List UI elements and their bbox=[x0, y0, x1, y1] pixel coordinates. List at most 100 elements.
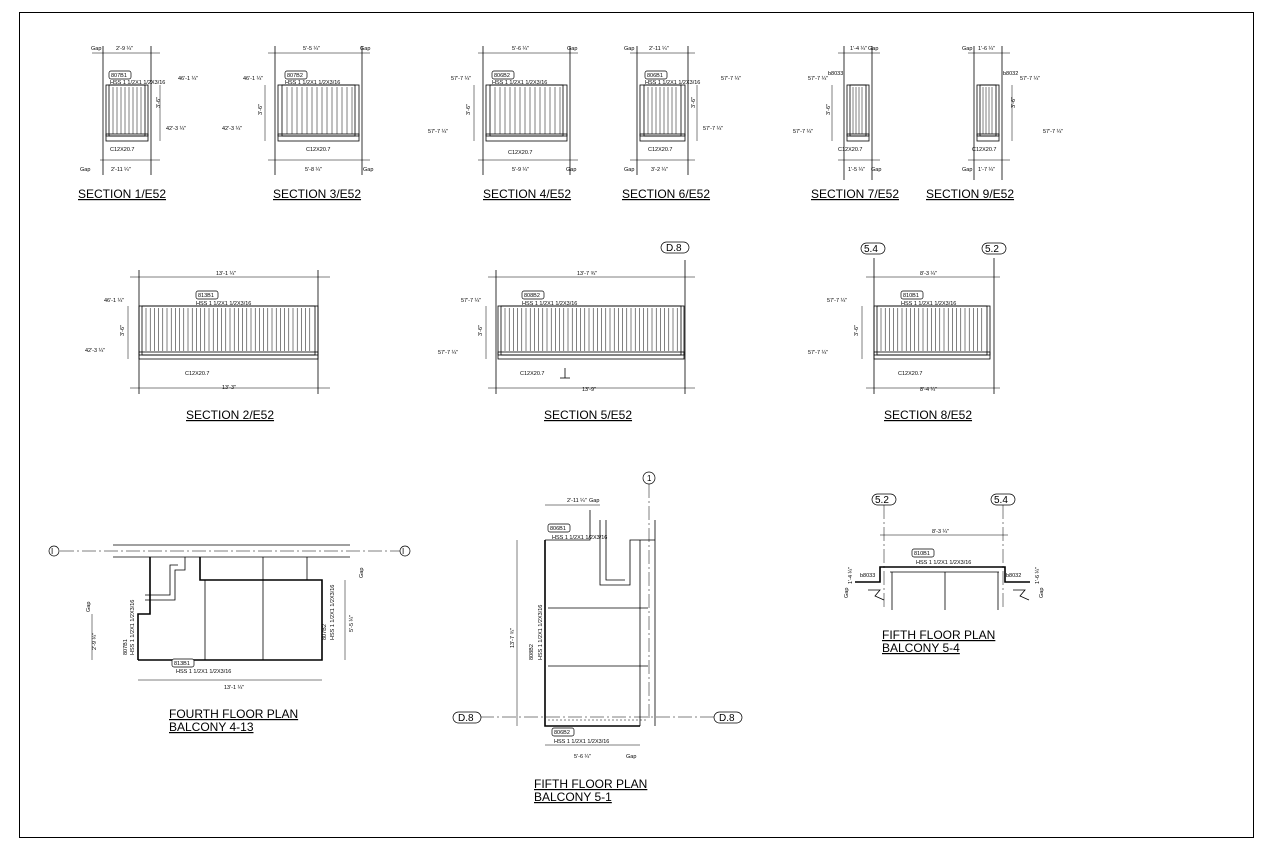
gap-label: Gap bbox=[1039, 588, 1045, 598]
section-1-member: HSS 1 1/2X1 1/2X3/16 bbox=[110, 80, 165, 86]
pickets bbox=[852, 87, 863, 134]
plan-4-title-line1: FOURTH FLOOR PLAN bbox=[169, 707, 298, 721]
gap-label: Gap bbox=[363, 167, 373, 173]
elev-label: 57'-7 ¼" bbox=[808, 350, 828, 356]
height-dim: 3'-6" bbox=[826, 104, 832, 115]
elev-label: 57'-7 ¼" bbox=[1043, 129, 1063, 135]
section-4-tag: 806B2 bbox=[494, 73, 510, 79]
gap-label: Gap bbox=[624, 46, 634, 52]
elev-label: 57'-7 ¼" bbox=[461, 298, 481, 304]
section-5-channel: C12X20.7 bbox=[520, 371, 544, 377]
plan-5-4-side-dim-left: 1'-4 ¼" bbox=[848, 567, 854, 584]
section-8-bottom-dim: 8'-4 ¼" bbox=[920, 387, 937, 393]
section-7-detail: b8033 1'-4 ¼" C12X20.7 1'-5 ¼" Gap Gap 3… bbox=[793, 46, 899, 201]
pickets bbox=[112, 87, 142, 134]
pickets bbox=[982, 87, 993, 134]
section-2-title: SECTION 2/E52 bbox=[186, 408, 274, 422]
plan-5-1-tag-side: 808B2 bbox=[529, 644, 535, 660]
section-2-member: HSS 1 1/2X1 1/2X3/16 bbox=[196, 301, 251, 307]
section-4-detail: 806B2 HSS 1 1/2X1 1/2X3/16 5'-6 ¼" C12X2… bbox=[428, 46, 578, 201]
elev-label: 57'-7 ¼" bbox=[1020, 76, 1040, 82]
height-dim: 3'-6" bbox=[478, 325, 484, 336]
gap-label: Gap bbox=[871, 167, 881, 173]
section-2-channel: C12X20.7 bbox=[185, 371, 209, 377]
gap-label: Gap bbox=[566, 167, 576, 173]
section-2-tag: 813B1 bbox=[198, 293, 214, 299]
elev-label: 57'-7 ¼" bbox=[428, 129, 448, 135]
grid-bubble-5-4: 5.4 bbox=[864, 244, 878, 255]
plan-5-1-member-side: HSS 1 1/2X1 1/2X3/16 bbox=[538, 605, 544, 660]
section-1-tag: 807B1 bbox=[111, 73, 127, 79]
height-dim: 3'-6" bbox=[1011, 97, 1017, 108]
gap-label: Gap bbox=[868, 46, 878, 52]
section-9-tag: b8032 bbox=[1003, 71, 1018, 77]
plan-5-1-tag-top: 806B1 bbox=[550, 526, 566, 532]
plan-4-dim: 13'-1 ¼" bbox=[224, 685, 244, 691]
section-7-tag: b8033 bbox=[828, 71, 843, 77]
plan-4-tag-right: 807B2 bbox=[322, 624, 328, 640]
section-7-top-dim: 1'-4 ¼" bbox=[850, 46, 867, 52]
plan-5-4-title-line1: FIFTH FLOOR PLAN bbox=[882, 628, 995, 642]
section-6-title: SECTION 6/E52 bbox=[622, 187, 710, 201]
grid-bubble-d8-left: D.8 bbox=[458, 713, 474, 724]
section-5-bottom-dim: 13'-9" bbox=[582, 387, 596, 393]
section-6-member: HSS 1 1/2X1 1/2X3/16 bbox=[645, 80, 700, 86]
gap-label: Gap bbox=[360, 46, 370, 52]
plan-5-4-tag-main: 810B1 bbox=[914, 551, 930, 557]
gap-label: Gap bbox=[86, 602, 92, 612]
section-6-channel: C12X20.7 bbox=[648, 147, 672, 153]
pickets bbox=[880, 308, 983, 351]
plan-5-4-member: HSS 1 1/2X1 1/2X3/16 bbox=[916, 560, 971, 566]
section-8-detail: 810B1 HSS 1 1/2X1 1/2X3/16 8'-3 ¼" C12X2… bbox=[808, 242, 1007, 422]
plan-5-4-side-dim: 1'-6 ¼" bbox=[1035, 567, 1041, 584]
section-7-bottom-dim: 1'-5 ¼" bbox=[848, 167, 865, 173]
section-8-top-dim: 8'-3 ¼" bbox=[920, 271, 937, 277]
section-2-top-dim: 13'-1 ¼" bbox=[216, 271, 236, 277]
section-1-title: SECTION 1/E52 bbox=[78, 187, 166, 201]
pickets bbox=[647, 87, 677, 134]
plan-5-1-title-line1: FIFTH FLOOR PLAN bbox=[534, 777, 647, 791]
plan-4-title-line2: BALCONY 4-13 bbox=[169, 720, 254, 734]
section-1-channel: C12X20.7 bbox=[110, 147, 134, 153]
grid-bubble-5-2-plan: 5.2 bbox=[875, 495, 889, 506]
fifth-floor-plan-5-4: 5.2 5.4 810B1 HSS 1 1/2X1 1/2X3/16 8'-3 … bbox=[844, 493, 1045, 655]
height-dim: 3'-6" bbox=[854, 325, 860, 336]
section-9-top-dim: 1'-6 ¼" bbox=[978, 46, 995, 52]
plan-5-1-top-dim: 2'-11 ¼" bbox=[567, 498, 587, 504]
fifth-floor-plan-5-1: 1 D.8 D.8 806B1 HSS 1 1/2X1 1/2X3/16 2'-… bbox=[452, 471, 743, 804]
section-6-tag: 806B1 bbox=[647, 73, 663, 79]
section-2-bottom-dim: 13'-3" bbox=[222, 385, 236, 391]
gap-label: Gap bbox=[589, 498, 599, 504]
elev-label: 42'-3 ¼" bbox=[166, 126, 186, 132]
gap-label: Gap bbox=[91, 46, 101, 52]
section-4-title: SECTION 4/E52 bbox=[483, 187, 571, 201]
section-4-member: HSS 1 1/2X1 1/2X3/16 bbox=[492, 80, 547, 86]
plan-4-side-dim-left: 2'-9 ¼" bbox=[92, 633, 98, 650]
section-6-top-dim: 2'-11 ¼" bbox=[649, 46, 669, 52]
elev-label: 57'-7 ¼" bbox=[721, 76, 741, 82]
elev-label: 46'-1 ¼" bbox=[178, 76, 198, 82]
grid-bubble-5-4-plan: 5.4 bbox=[994, 495, 1008, 506]
grid-bubble-i-right: I bbox=[402, 547, 404, 556]
section-3-bottom-dim: 5'-8 ¼" bbox=[305, 167, 322, 173]
plan-5-4-tag-right: b8032 bbox=[1006, 573, 1021, 579]
plan-5-1-long-dim: 13'-7 ¾" bbox=[510, 628, 516, 648]
gap-label: Gap bbox=[962, 167, 972, 173]
elev-label: 57'-7 ¼" bbox=[793, 129, 813, 135]
section-8-channel: C12X20.7 bbox=[898, 371, 922, 377]
gap-label: Gap bbox=[844, 588, 850, 598]
section-4-top-dim: 5'-6 ¼" bbox=[512, 46, 529, 52]
section-9-title: SECTION 9/E52 bbox=[926, 187, 1014, 201]
gap-label: Gap bbox=[80, 167, 90, 173]
section-4-channel: C12X20.7 bbox=[508, 150, 532, 156]
gap-label: Gap bbox=[567, 46, 577, 52]
grid-bubble-d8-right: D.8 bbox=[719, 713, 735, 724]
section-4-bottom-dim: 5'-9 ¼" bbox=[512, 167, 529, 173]
section-3-top-dim: 5'-5 ¼" bbox=[303, 46, 320, 52]
plan-4-side-dim: 5'-5 ¼" bbox=[349, 615, 355, 632]
section-1-bottom-dim: 2'-11 ¼" bbox=[111, 167, 131, 173]
section-5-top-dim: 13'-7 ¾" bbox=[577, 271, 597, 277]
plan-5-1-title-line2: BALCONY 5-1 bbox=[534, 790, 612, 804]
pickets bbox=[494, 87, 561, 134]
